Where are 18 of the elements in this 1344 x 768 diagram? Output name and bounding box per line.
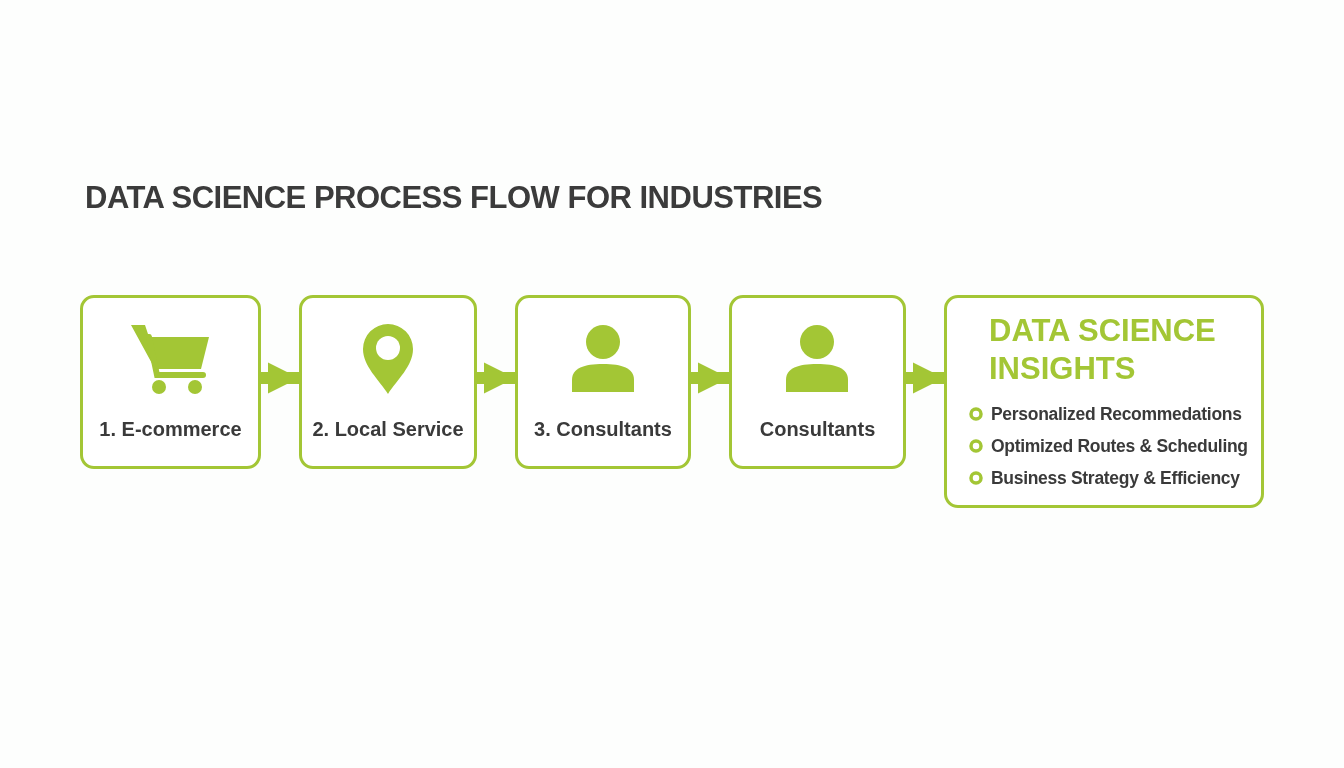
node-label: 1. E-commerce — [98, 418, 243, 441]
arrow — [261, 362, 299, 394]
diagram-title: DATA SCIENCE PROCESS FLOW FOR INDUSTRIES — [85, 180, 823, 216]
list-item: Business Strategy & Efficiency — [991, 467, 1240, 489]
list-item: Personalized Recommedations — [991, 403, 1242, 425]
process-box — [80, 295, 261, 469]
arrow — [477, 362, 515, 394]
process-box — [729, 295, 906, 469]
node-label: Consultants — [758, 418, 877, 441]
node-label: 3. Consultants — [533, 418, 673, 441]
arrow — [906, 362, 944, 394]
insights-card — [944, 295, 1264, 508]
node-label: 2. Local Service — [311, 418, 465, 441]
list-item: Optimized Routes & Scheduling — [991, 435, 1248, 457]
process-box — [299, 295, 477, 469]
card-heading: DATA SCIENCE INSIGHTS — [989, 312, 1217, 388]
process-box — [515, 295, 691, 469]
arrow — [691, 362, 729, 394]
